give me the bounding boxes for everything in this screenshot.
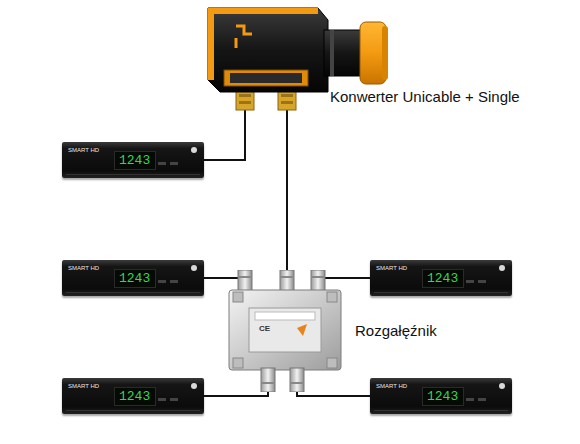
brand-text: SMART HD [68, 265, 99, 272]
led-display: 1243 [114, 387, 156, 406]
splitter-illustration [225, 270, 345, 392]
converter-label: Konwerter Unicable + Single [330, 88, 520, 105]
receiver-box: SMART HD 1243 [62, 142, 204, 178]
display-digits: 1243 [427, 271, 458, 286]
coax-cable [286, 100, 288, 278]
led-display: 1243 [422, 269, 464, 288]
coax-cable [297, 385, 370, 396]
receiver-box: SMART HD 1243 [370, 378, 512, 414]
brand-text: SMART HD [376, 383, 407, 390]
splitter-box: RozgałęźnikCE [225, 270, 345, 392]
coax-cable [204, 385, 268, 396]
splitter-label: Rozgałęźnik [355, 322, 437, 339]
brand-text: SMART HD [376, 265, 407, 272]
display-digits: 1243 [119, 271, 150, 286]
lnb-converter: Konwerter Unicable + Single [200, 0, 390, 112]
led-display: 1243 [422, 387, 464, 406]
led-display: 1243 [114, 151, 156, 170]
receiver-box: SMART HD 1243 [62, 378, 204, 414]
receiver-box: SMART HD 1243 [370, 260, 512, 296]
coax-cable [318, 277, 370, 279]
brand-text: SMART HD [68, 383, 99, 390]
receiver-box: SMART HD 1243 [62, 260, 204, 296]
display-digits: 1243 [119, 389, 150, 404]
brand-text: SMART HD [68, 147, 99, 154]
display-digits: 1243 [427, 389, 458, 404]
display-digits: 1243 [119, 153, 150, 168]
ce-mark: CE [259, 324, 270, 333]
led-display: 1243 [114, 269, 156, 288]
